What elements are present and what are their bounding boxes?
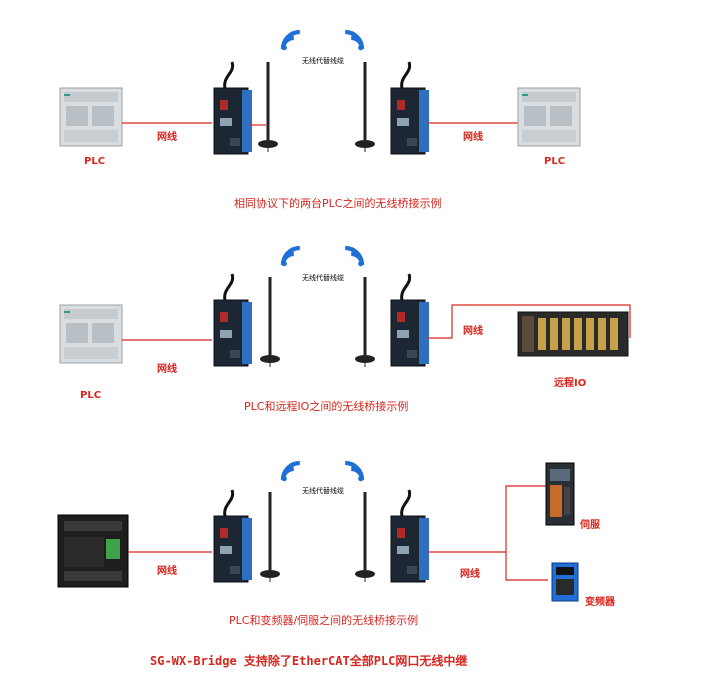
row2-wifi-left-icon bbox=[282, 248, 300, 266]
row-1-diagram bbox=[59, 32, 581, 156]
row3-vfd-cable-line bbox=[505, 552, 548, 581]
row2-left-device-label: PLC bbox=[80, 390, 102, 401]
row1-wireless-label: 无线代替线缆 bbox=[302, 57, 344, 65]
row2-left-cable-label: 网线 bbox=[157, 364, 177, 375]
row-2-diagram bbox=[59, 248, 631, 369]
row2-left-plc-image bbox=[59, 304, 123, 364]
row1-left-device-label: PLC bbox=[84, 156, 106, 167]
footer-title: SG-WX-Bridge 支持除了EtherCAT全部PLC网口无线中继 bbox=[150, 654, 468, 668]
row3-right-antenna-image bbox=[353, 490, 377, 584]
row2-left-bridge-image bbox=[212, 272, 254, 368]
row2-wireless-label: 无线代替线缆 bbox=[302, 274, 344, 282]
row3-left-plc-image bbox=[57, 514, 129, 588]
row1-wifi-left-icon bbox=[282, 32, 300, 50]
row2-right-antenna-image bbox=[353, 275, 377, 369]
row1-left-bridge-image bbox=[212, 60, 254, 156]
row2-remote-io-image bbox=[517, 311, 629, 357]
row2-right-cable-label: 网线 bbox=[463, 326, 483, 337]
row3-caption: PLC和变频器/伺服之间的无线桥接示例 bbox=[229, 614, 419, 627]
row3-vfd-label: 变频器 bbox=[585, 597, 615, 608]
row1-right-antenna-image bbox=[353, 60, 377, 154]
row-3-diagram bbox=[57, 462, 579, 602]
row3-servo-label: 伺服 bbox=[580, 520, 600, 531]
row3-vfd-image bbox=[551, 562, 579, 602]
row1-left-cable-label: 网线 bbox=[157, 132, 177, 143]
row3-right-bridge-image bbox=[389, 488, 431, 584]
row1-right-cable-label: 网线 bbox=[463, 132, 483, 143]
row2-left-antenna-image bbox=[258, 275, 282, 369]
row2-caption: PLC和远程IO之间的无线桥接示例 bbox=[244, 400, 409, 413]
row1-left-antenna-image bbox=[256, 60, 280, 154]
row2-right-device-label: 远程IO bbox=[554, 378, 587, 389]
row3-servo-cable-line bbox=[428, 485, 548, 553]
row1-right-bridge-image bbox=[389, 60, 431, 156]
row2-wifi-right-icon bbox=[345, 248, 363, 266]
row2-right-cable-line bbox=[428, 304, 631, 339]
row3-wireless-label: 无线代替线缆 bbox=[302, 487, 344, 495]
row3-left-cable-label: 网线 bbox=[157, 566, 177, 577]
row3-left-antenna-image bbox=[258, 490, 282, 584]
row1-wifi-right-icon bbox=[345, 32, 363, 50]
row3-wifi-left-icon bbox=[282, 463, 300, 481]
row2-right-bridge-image bbox=[389, 272, 431, 368]
row1-right-device-label: PLC bbox=[544, 156, 566, 167]
row1-caption: 相同协议下的两台PLC之间的无线桥接示例 bbox=[234, 197, 442, 210]
row1-right-plc-image bbox=[517, 87, 581, 147]
row3-wifi-right-icon bbox=[345, 463, 363, 481]
row1-left-plc-image bbox=[59, 87, 123, 147]
row3-servo-image bbox=[545, 462, 575, 526]
row3-right-cable-label: 网线 bbox=[460, 569, 480, 580]
row3-left-bridge-image bbox=[212, 488, 254, 584]
